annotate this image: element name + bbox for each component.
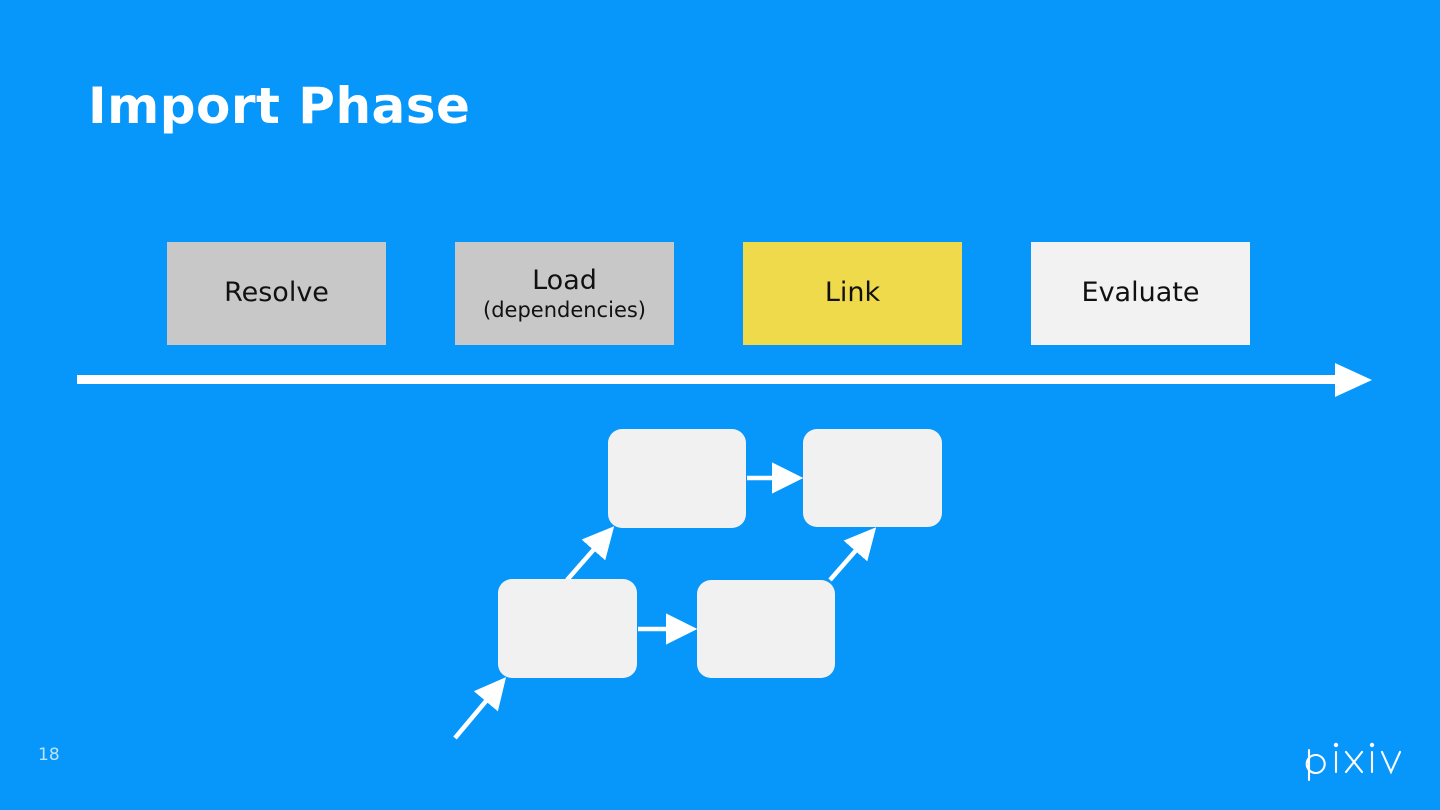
pixiv-logo-icon <box>1305 742 1402 782</box>
phase-box-load[interactable]: Load (dependencies) <box>455 242 674 345</box>
edge-bottom-left-to-top-left <box>565 526 615 582</box>
phase-label: Evaluate <box>1081 277 1200 309</box>
graph-node-top-right[interactable] <box>803 429 942 527</box>
phase-box-link[interactable]: Link <box>743 242 962 345</box>
page-title: Import Phase <box>88 77 471 135</box>
phase-label: Link <box>824 277 881 309</box>
phase-label: Load <box>532 265 597 297</box>
edge-entry-to-bottom-left <box>453 677 507 740</box>
graph-node-top-left[interactable] <box>608 429 746 528</box>
dependency-graph <box>440 410 1000 770</box>
timeline-arrow-icon <box>77 363 1372 397</box>
graph-node-bottom-left[interactable] <box>498 579 637 678</box>
page-number: 18 <box>38 745 60 765</box>
graph-node-bottom-mid[interactable] <box>697 580 835 678</box>
graph-edges <box>453 462 877 740</box>
phase-label: Resolve <box>224 277 329 309</box>
phase-box-evaluate[interactable]: Evaluate <box>1031 242 1250 345</box>
edge-bottom-mid-to-top-right <box>828 527 877 582</box>
phase-box-resolve[interactable]: Resolve <box>167 242 386 345</box>
phase-sublabel: (dependencies) <box>483 297 646 322</box>
